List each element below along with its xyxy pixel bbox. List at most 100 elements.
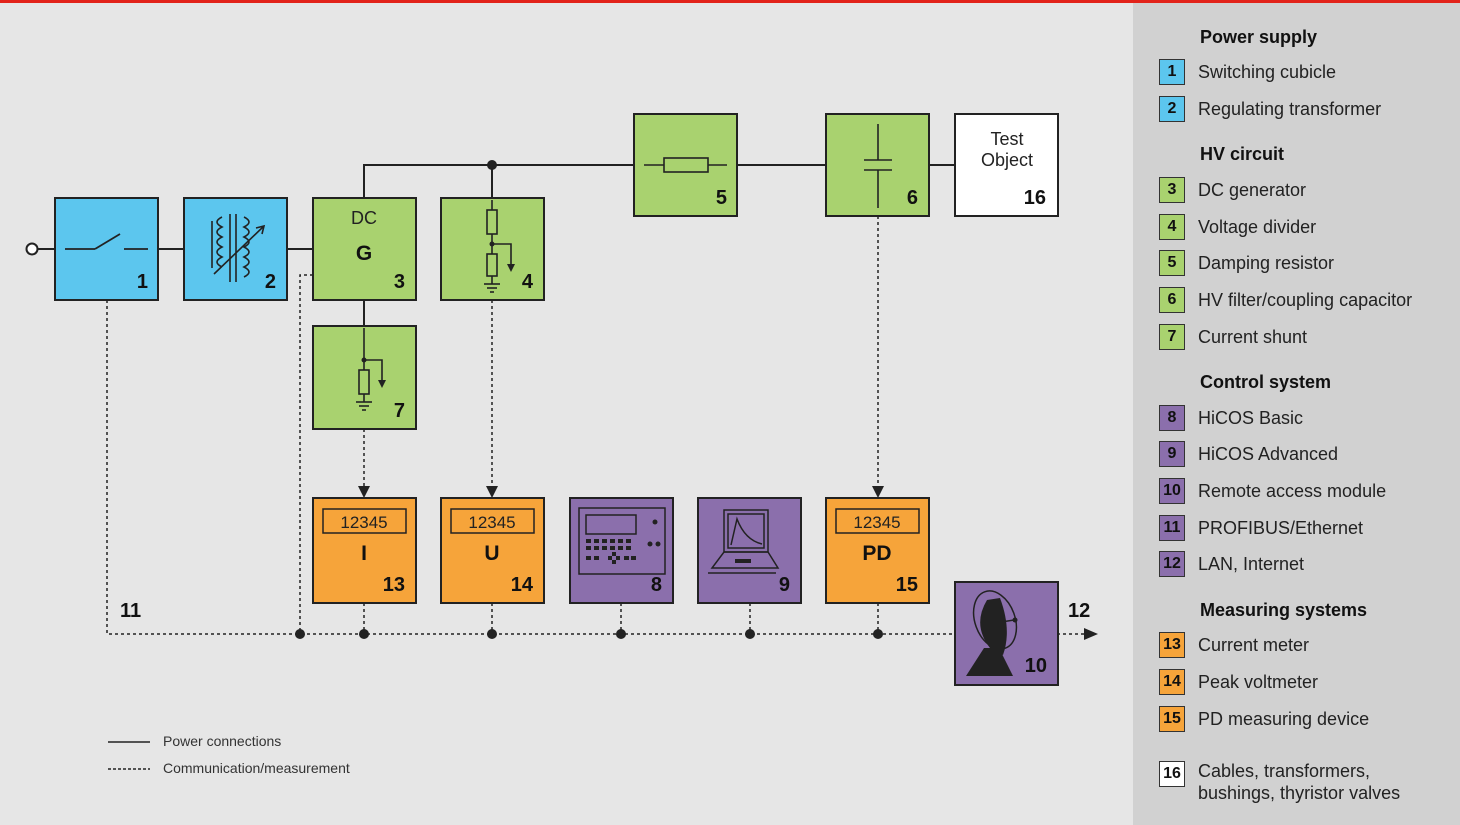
section-title-power-supply: Power supply [1200, 27, 1318, 47]
component-legend-panel: Power supply 1 Switching cubicle 2 Regul… [1133, 3, 1460, 825]
legend-num: 10 [1159, 478, 1185, 504]
block-num: 7 [394, 400, 405, 422]
section-title-measuring-systems: Measuring systems [1200, 600, 1368, 620]
bus-label-11: 11 [120, 600, 141, 622]
legend-label: LAN, Internet [1198, 553, 1305, 574]
legend-item: 6 HV filter/coupling capacitor [1159, 287, 1412, 313]
control-panel-icon [578, 507, 666, 575]
bus-label-12: 12 [1068, 600, 1090, 622]
block-voltage-divider: 4 [440, 197, 545, 301]
legend-label: HiCOS Basic [1198, 407, 1304, 428]
meter-display: 12345 [853, 513, 900, 532]
legend-item: 5 Damping resistor [1159, 250, 1334, 276]
legend-item-test-objects: 16 Cables, transformers, bushings, thyri… [1159, 761, 1400, 807]
legend-num: 11 [1159, 515, 1185, 541]
block-dc-generator: DC G 3 [312, 197, 417, 301]
legend-num: 3 [1159, 177, 1185, 203]
legend-label: Damping resistor [1198, 252, 1335, 273]
resistor-icon [644, 157, 727, 173]
block-num: 10 [1025, 655, 1047, 677]
legend-label: Voltage divider [1198, 216, 1317, 237]
laptop-icon [708, 509, 780, 574]
block-main: G [356, 242, 372, 265]
block-current-shunt: 7 [312, 325, 417, 430]
block-main: PD [862, 542, 891, 565]
legend-label: Current shunt [1198, 326, 1308, 347]
block-hicos-basic: 8 [569, 497, 674, 604]
input-terminal [25, 242, 39, 256]
legend-label: Remote access module [1198, 480, 1387, 501]
legend-label: Cables, transformers, bushings, thyristo… [1198, 760, 1400, 804]
block-regulating-transformer: 2 [183, 197, 288, 301]
block-num: 16 [1024, 187, 1046, 209]
block-num: 5 [716, 187, 727, 209]
block-current-meter: 12345 I 13 [312, 497, 417, 604]
legend-item: 8 HiCOS Basic [1159, 405, 1303, 431]
legend-item: 4 Voltage divider [1159, 214, 1316, 240]
bus-dots [295, 629, 883, 639]
legend-num: 2 [1159, 96, 1185, 122]
block-coupling-capacitor: 6 [825, 113, 930, 217]
legend-item: 13 Current meter [1159, 632, 1309, 658]
legend-num: 4 [1159, 214, 1185, 240]
legend-label: Current meter [1198, 634, 1310, 655]
block-num: 14 [511, 574, 534, 596]
legend-num: 16 [1159, 761, 1185, 787]
comm-lines [106, 216, 1090, 635]
legend-item: 15 PD measuring device [1159, 706, 1369, 732]
block-diagram: 11 12 1 2 DC G 3 [25, 113, 1098, 770]
block-main: I [361, 542, 367, 565]
block-main: U [484, 542, 499, 565]
block-num: 13 [383, 574, 405, 596]
legend-item: 2 Regulating transformer [1159, 96, 1381, 122]
legend-item: 3 DC generator [1159, 177, 1306, 203]
power-connections [38, 164, 955, 326]
transformer-icon [211, 214, 266, 282]
legend-label-line2: bushings, thyristor valves [1198, 783, 1401, 803]
legend-label: Switching cubicle [1198, 61, 1337, 82]
divider-icon [484, 200, 512, 293]
block-pd-measuring: 12345 PD 15 [825, 497, 930, 604]
block-num: 1 [137, 271, 148, 293]
legend-power-label: Power connections [163, 733, 282, 749]
legend-num: 7 [1159, 324, 1185, 350]
block-hicos-advanced: 9 [697, 497, 802, 604]
block-num: 2 [265, 271, 276, 293]
legend-num: 12 [1159, 551, 1185, 577]
legend-label: HV filter/coupling capacitor [1198, 289, 1413, 310]
block-remote-access: 10 [954, 581, 1059, 686]
legend-num: 1 [1159, 59, 1185, 85]
legend-comm-label: Communication/measurement [163, 760, 350, 776]
block-num: 15 [896, 574, 918, 596]
meter-display: 12345 [468, 513, 515, 532]
block-num: 8 [651, 574, 662, 596]
shunt-icon [356, 328, 383, 411]
junction-dot [487, 160, 497, 170]
block-peak-voltmeter: 12345 U 14 [440, 497, 545, 604]
meter-display: 12345 [340, 513, 387, 532]
block-line1: Test [990, 129, 1023, 149]
legend-label: Regulating transformer [1198, 98, 1382, 119]
arrow-heads [358, 486, 1098, 640]
block-num: 3 [394, 271, 405, 293]
legend-item: 1 Switching cubicle [1159, 59, 1336, 85]
legend-label: DC generator [1198, 179, 1307, 200]
legend-item: 10 Remote access module [1159, 478, 1386, 504]
legend-item: 11 PROFIBUS/Ethernet [1159, 515, 1363, 541]
legend-label: Peak voltmeter [1198, 671, 1319, 692]
block-switching-cubicle: 1 [54, 197, 159, 301]
block-test-object: Test Object 16 [954, 113, 1059, 217]
legend-num: 8 [1159, 405, 1185, 431]
legend-item: 9 HiCOS Advanced [1159, 441, 1338, 467]
block-sub: DC [351, 208, 377, 228]
block-num: 6 [907, 187, 918, 209]
legend-item: 12 LAN, Internet [1159, 551, 1304, 577]
section-title-control-system: Control system [1200, 372, 1332, 392]
section-title-hv-circuit: HV circuit [1200, 144, 1285, 164]
legend-label: HiCOS Advanced [1198, 443, 1339, 464]
legend-label: PROFIBUS/Ethernet [1198, 517, 1364, 538]
legend-num: 5 [1159, 250, 1185, 276]
legend-num: 15 [1159, 706, 1185, 732]
satellite-dish-icon [966, 590, 1018, 676]
top-accent-bar [0, 0, 1460, 3]
